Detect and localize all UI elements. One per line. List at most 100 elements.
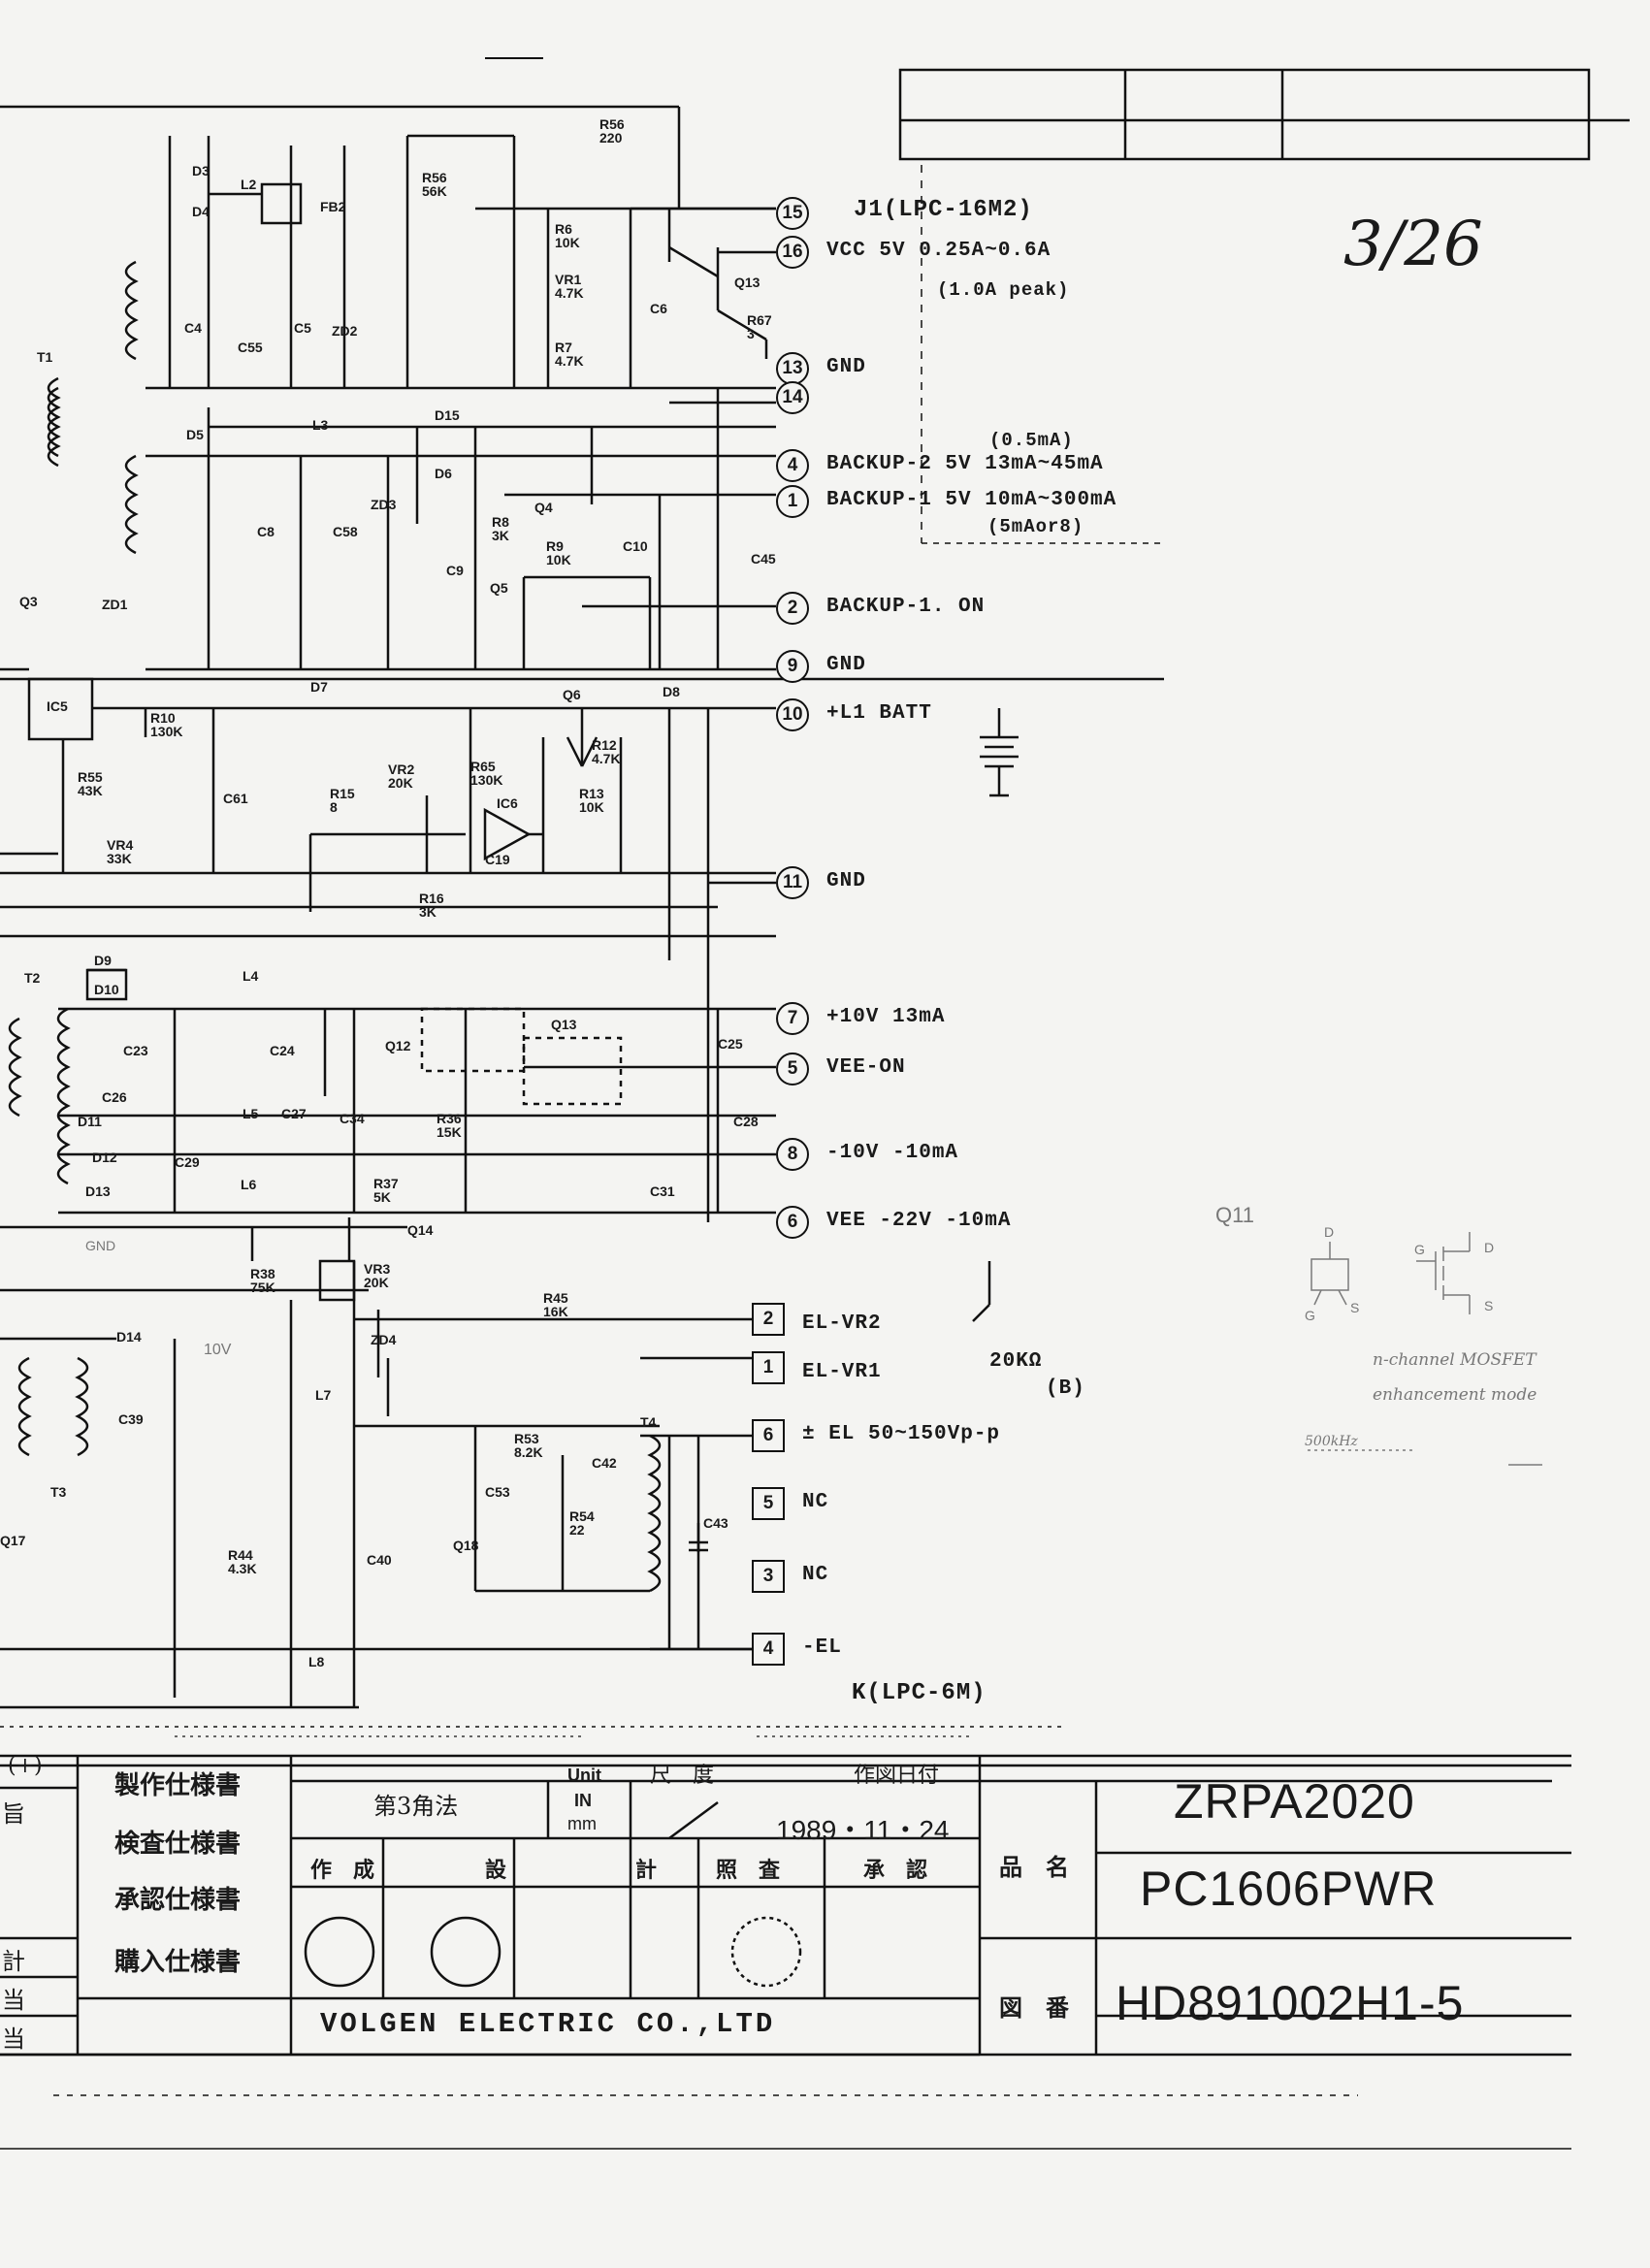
component-ref: D4 [192,204,210,219]
spec-label-4: 購入仕様書 [114,1948,242,1977]
component-c6: C6 [650,301,667,316]
component-value: 5K [373,1189,391,1205]
component-c55: C55 [238,340,263,355]
date-label: 作図日付 [854,1764,940,1788]
component-ref: C23 [123,1043,148,1058]
component-d14: D14 [116,1329,142,1345]
el-pot-type: (B) [1046,1377,1085,1400]
component-value: 22 [569,1522,585,1538]
component-ref: R54 [569,1508,595,1524]
left-fragment-3: 計 [2,1948,25,1975]
component-d15: D15 [435,407,460,423]
left-fragment-1: (+) [8,1754,43,1778]
j1-pin-11-label: GND [826,870,866,892]
component-ref: R53 [514,1431,539,1446]
component-c53: C53 [485,1484,510,1500]
j1-pin-5-label: VEE-ON [826,1056,906,1079]
component-ref: R36 [437,1111,462,1126]
component-ref: L3 [312,417,329,433]
component-c31: C31 [650,1183,675,1199]
j1-pin-7: 7 [776,1002,809,1035]
left-fragment-2: 旨 [2,1800,25,1828]
q11-pin-g1: G [1305,1308,1315,1323]
mosfet-note: n-channel MOSFET [1373,1350,1537,1370]
component-ref: R37 [373,1176,399,1191]
component-ref: Q17 [0,1533,26,1548]
projection-method: 第3角法 [373,1793,459,1820]
j1-pin-2: 2 [776,592,809,625]
q11-pin-d1: D [1324,1224,1335,1240]
component-ref: C19 [485,852,510,867]
component-ref: C24 [270,1043,295,1058]
component-value: 8.2K [514,1444,543,1460]
component-zd1: ZD1 [102,597,127,612]
component-ref: Q13 [551,1017,577,1032]
component-q14: Q14 [407,1222,433,1238]
k-pin-3: 3 [752,1560,785,1593]
component-q13: Q13 [734,275,760,290]
component-zd3: ZD3 [371,497,396,512]
component-q4: Q4 [534,500,553,515]
k-pin-4-label: -EL [802,1636,842,1659]
component-value: 3K [492,528,509,543]
component-c58: C58 [333,524,358,539]
j1-pin-13-label: GND [826,356,866,378]
component-ref: T3 [50,1484,67,1500]
k-pin-1: 1 [752,1351,785,1384]
page-number: 3/26 [1343,209,1483,280]
j1-pin-9-label: GND [826,654,866,676]
component-ref: C45 [751,551,776,567]
j1-pin-16: 16 [776,236,809,269]
component-ref: VR4 [107,837,134,853]
component-ref: C10 [623,538,648,554]
component-q13: Q13 [551,1017,576,1032]
j1-pin-4-label: BACKUP-2 5V 13mA~45mA [826,453,1104,475]
drawing-date: 1989・11・24 [776,1815,950,1845]
q11-pin-s2: S [1484,1298,1494,1313]
component-ref: D10 [94,982,119,997]
component-ref: C27 [281,1106,307,1121]
component-ref: R16 [419,891,444,906]
unit-label: Unit [567,1766,601,1785]
component-ref: C26 [102,1089,127,1105]
component-t3: T3 [50,1484,66,1500]
k-pin-1-label: EL-VR1 [802,1361,882,1383]
role-approved: 承 認 [863,1858,928,1883]
component-c61: C61 [223,791,248,806]
component-d13: D13 [85,1183,111,1199]
component-ref: ZD4 [371,1332,397,1347]
component-q18: Q18 [453,1538,478,1553]
component-ref: C53 [485,1484,510,1500]
component-d10: D10 [94,982,119,997]
component-l7: L7 [315,1387,331,1403]
q11-pin-d2: D [1484,1240,1495,1255]
j1-pin-8-label: -10V -10mA [826,1142,959,1164]
component-ref: R65 [470,759,496,774]
component-ref: R56 [422,170,447,185]
component-ref: D5 [186,427,204,442]
drawing-number-label: 図 番 [999,1993,1069,2022]
q11-pin-s1: S [1350,1300,1360,1315]
k-pin-2-label: EL-VR2 [802,1312,882,1335]
k-pin-2: 2 [752,1303,785,1336]
component-ref: R6 [555,221,572,237]
component-ref: R45 [543,1290,568,1306]
component-ref: T2 [24,970,41,986]
component-c43: C43 [703,1515,728,1531]
component-c39: C39 [118,1411,144,1427]
component-c9: C9 [446,563,464,578]
connector-k-name: K(LPC-6M) [852,1680,987,1706]
component-value: 10K [579,799,604,815]
